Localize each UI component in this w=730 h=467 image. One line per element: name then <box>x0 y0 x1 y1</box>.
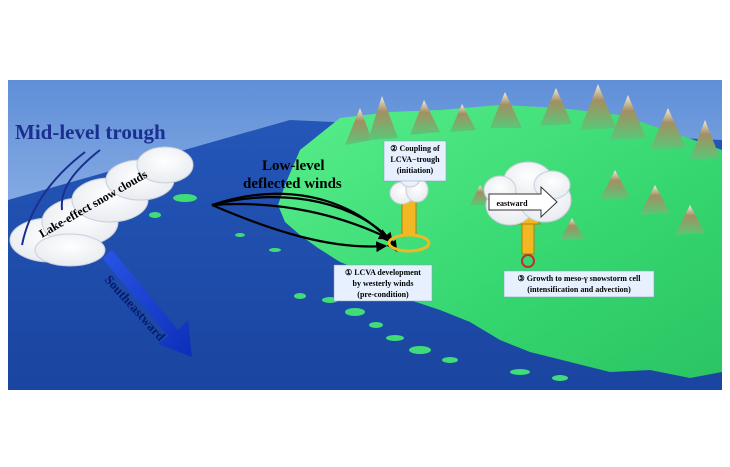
coupling-line3: (initiation) <box>397 166 434 175</box>
mid-level-trough-label: Mid-level trough <box>15 120 166 144</box>
eastward-arrow <box>488 185 558 219</box>
trough-lines <box>21 149 101 246</box>
small-islands <box>149 194 568 381</box>
coupling-line1: ② Coupling of <box>390 144 440 153</box>
lcva-initiation-site <box>387 168 431 253</box>
mountain-ridges <box>345 84 720 240</box>
low-level-winds-label-line2: deflected winds <box>243 176 342 192</box>
growth-line2: (intensification and advection) <box>527 285 631 294</box>
coupling-line2: LCVA−trough <box>390 155 440 164</box>
lcva-development-line2: by westerly winds <box>353 279 414 288</box>
growth-line1: ③ Growth to meso-γ snowstorm cell <box>518 274 642 283</box>
growth-cell: eastward <box>483 161 572 268</box>
deflected-wind-arrows <box>211 192 398 253</box>
growth-box <box>503 270 655 298</box>
eastward-label: eastward <box>496 199 528 208</box>
lcva-development-box <box>333 264 433 302</box>
lake-effect-cloud-band <box>9 146 194 267</box>
low-level-winds-label-line1: Low-level <box>262 158 324 174</box>
coupling-box <box>383 140 447 182</box>
lcva-development-line3: (pre-condition) <box>357 290 409 299</box>
southeastward-arrow <box>98 250 192 357</box>
lcva-development-line1: ① LCVA development <box>345 268 421 277</box>
